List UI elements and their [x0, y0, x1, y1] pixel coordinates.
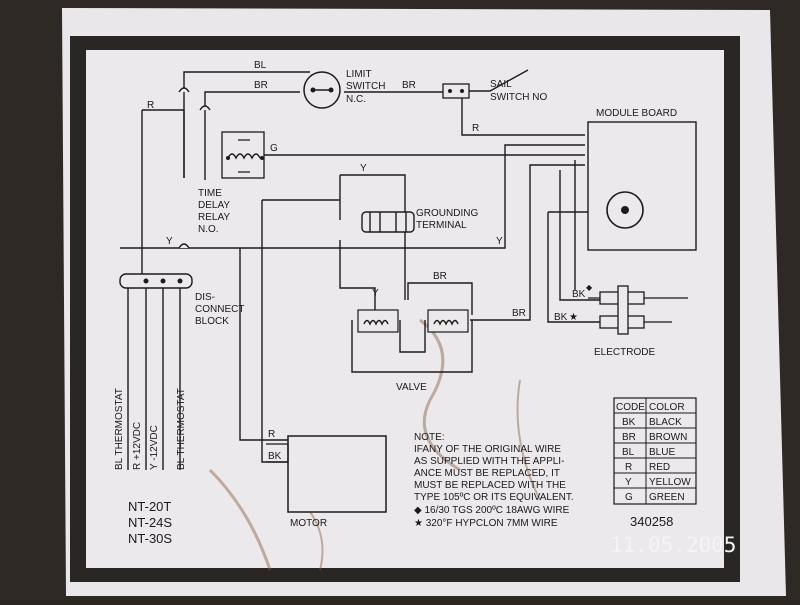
thermostat-label-2: R +12VDC	[132, 422, 143, 470]
table-code-g: G	[625, 492, 633, 503]
model-number-1: NT-20T	[128, 499, 171, 514]
wire-label-r-sail: R	[472, 123, 479, 134]
wire-label-y-left: Y	[166, 236, 173, 247]
sail-switch	[442, 69, 529, 99]
relay-label-1: TIME	[198, 188, 222, 199]
wire-label-bk-motor: BK	[268, 451, 282, 462]
table-color-blue: BLUE	[649, 447, 675, 458]
wires	[120, 71, 610, 470]
relay-label-2: DELAY	[198, 200, 230, 211]
electrode-label: ELECTRODE	[594, 347, 655, 358]
note-line-5: MUST BE REPLACED WITH THE	[414, 480, 566, 491]
grounding-terminal-label-1: GROUNDING	[416, 208, 478, 219]
module-board-label: MODULE BOARD	[596, 108, 677, 119]
wire-label-g-relay: G	[270, 143, 278, 154]
limit-switch-label-3: N.C.	[346, 94, 366, 105]
note-line-4: ANCE MUST BE REPLACED, IT	[414, 468, 560, 479]
relay-label-4: N.O.	[198, 224, 219, 235]
electrode	[588, 285, 688, 335]
wire-label-y-right: Y	[496, 236, 503, 247]
table-color-yellow: YELLOW	[649, 477, 691, 488]
valve-coils	[357, 309, 469, 333]
date-stamp: 11.05.2005	[610, 533, 736, 557]
color-code-table: CODE COLOR BK BLACK BR BROWN BL BLUE R R…	[613, 397, 697, 505]
model-number-3: NT-30S	[128, 531, 172, 546]
note-line-1: NOTE:	[414, 432, 445, 443]
wire-label-bk-electrode-bottom: BK	[554, 312, 568, 323]
grounding-terminal	[361, 211, 415, 233]
table-code-r: R	[625, 462, 632, 473]
thermostat-label-3: Y -12VDC	[149, 425, 160, 470]
table-code-br: BR	[622, 432, 636, 443]
wire-label-r-motor: R	[268, 429, 275, 440]
sail-switch-label-1: SAIL	[490, 79, 512, 90]
table-color-black: BLACK	[649, 417, 682, 428]
thermostat-label-1: BL THERMOSTAT	[114, 388, 125, 470]
note-block: NOTE: IFANY OF THE ORIGINAL WIRE AS SUPP…	[414, 432, 574, 529]
thermostat-label-4: BL THERMOSTAT	[176, 388, 187, 470]
note-line-7: ◆ 16/30 TGS 200ºC 18AWG WIRE	[414, 505, 570, 516]
table-header-code: CODE	[616, 402, 645, 413]
wire-label-br-top: BR	[254, 80, 268, 91]
wire-label-r-left: R	[147, 100, 154, 111]
relay-label-3: RELAY	[198, 212, 230, 223]
wire-label-bl-top: BL	[254, 60, 267, 71]
note-line-2: IFANY OF THE ORIGINAL WIRE	[414, 444, 561, 455]
star-symbol: ★	[569, 312, 578, 323]
table-color-brown: BROWN	[649, 432, 687, 443]
motor	[266, 435, 387, 513]
valve-label: VALVE	[396, 382, 427, 393]
table-header-color: COLOR	[649, 402, 685, 413]
limit-switch	[303, 71, 341, 109]
wire-label-bk-electrode-top: BK	[572, 289, 586, 300]
disconnect-label-2: CONNECT	[195, 304, 244, 315]
wire-label-br-valve: BR	[433, 271, 447, 282]
wire-label-y-ground: Y	[360, 163, 367, 174]
limit-switch-label-1: LIMIT	[346, 69, 372, 80]
disconnect-label-1: DIS-	[195, 292, 215, 303]
model-number-2: NT-24S	[128, 515, 172, 530]
time-delay-relay	[221, 131, 265, 179]
table-color-green: GREEN	[649, 492, 685, 503]
wire-label-br-sail: BR	[402, 80, 416, 91]
table-code-bk: BK	[622, 417, 636, 428]
table-code-y: Y	[625, 477, 632, 488]
disconnect-label-3: BLOCK	[195, 316, 229, 327]
note-line-8: ★ 320°F HYPCLON 7MM WIRE	[414, 518, 558, 529]
disconnect-block	[119, 273, 193, 289]
wire-label-br-right: BR	[512, 308, 526, 319]
wire-crossovers	[178, 87, 211, 249]
table-color-red: RED	[649, 462, 670, 473]
grounding-terminal-label-2: TERMINAL	[416, 220, 467, 231]
wire-label-y-valve: Y	[372, 288, 379, 299]
part-number: 340258	[630, 514, 673, 529]
note-line-3: AS SUPPLIED WITH THE APPLI-	[414, 456, 564, 467]
limit-switch-label-2: SWITCH	[346, 81, 385, 92]
table-code-bl: BL	[622, 447, 635, 458]
module-board	[587, 121, 697, 251]
motor-label: MOTOR	[290, 518, 327, 529]
note-line-6: TYPE 105ºC OR ITS EQUIVALENT.	[414, 492, 574, 503]
sail-switch-label-2: SWITCH NO	[490, 92, 547, 103]
diamond-symbol: ◆	[586, 283, 593, 292]
